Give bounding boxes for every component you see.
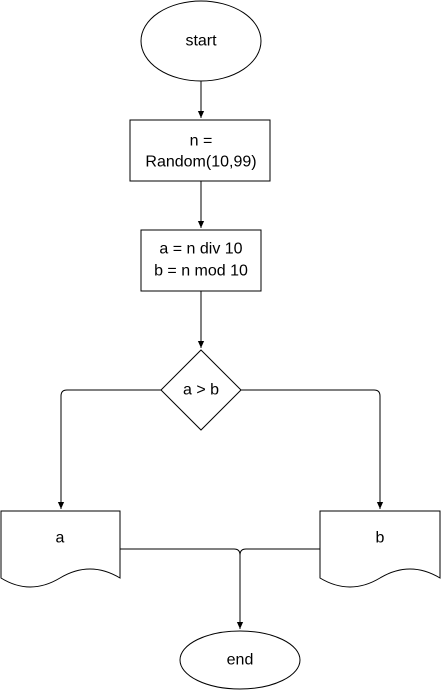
output-b-label: b [376, 530, 385, 547]
edge-output-a-to-end [120, 548, 244, 629]
output-a-node: a [0, 510, 121, 588]
assign-ab-line1: a = n div 10 [159, 241, 242, 258]
edge-output-b-to-end [239, 548, 320, 629]
assign-n-line2: Random(10,99) [145, 154, 256, 171]
start-node: start [140, 0, 262, 82]
decision-label: a > b [183, 382, 219, 399]
assign-ab-node: a = n div 10 b = n mod 10 [140, 229, 262, 292]
end-node: end [179, 630, 301, 690]
output-b-node: b [319, 510, 441, 588]
assign-ab-line2: b = n mod 10 [154, 263, 248, 280]
edge-decision-to-output-b [241, 389, 384, 509]
end-label: end [227, 652, 254, 669]
assign-n-node: n = Random(10,99) [129, 119, 271, 182]
decision-node: a > b [160, 349, 242, 431]
edge-decision-to-output-a [57, 389, 161, 509]
assign-n-line1: n = [190, 133, 213, 150]
start-label: start [185, 33, 217, 50]
output-a-label: a [56, 530, 65, 547]
